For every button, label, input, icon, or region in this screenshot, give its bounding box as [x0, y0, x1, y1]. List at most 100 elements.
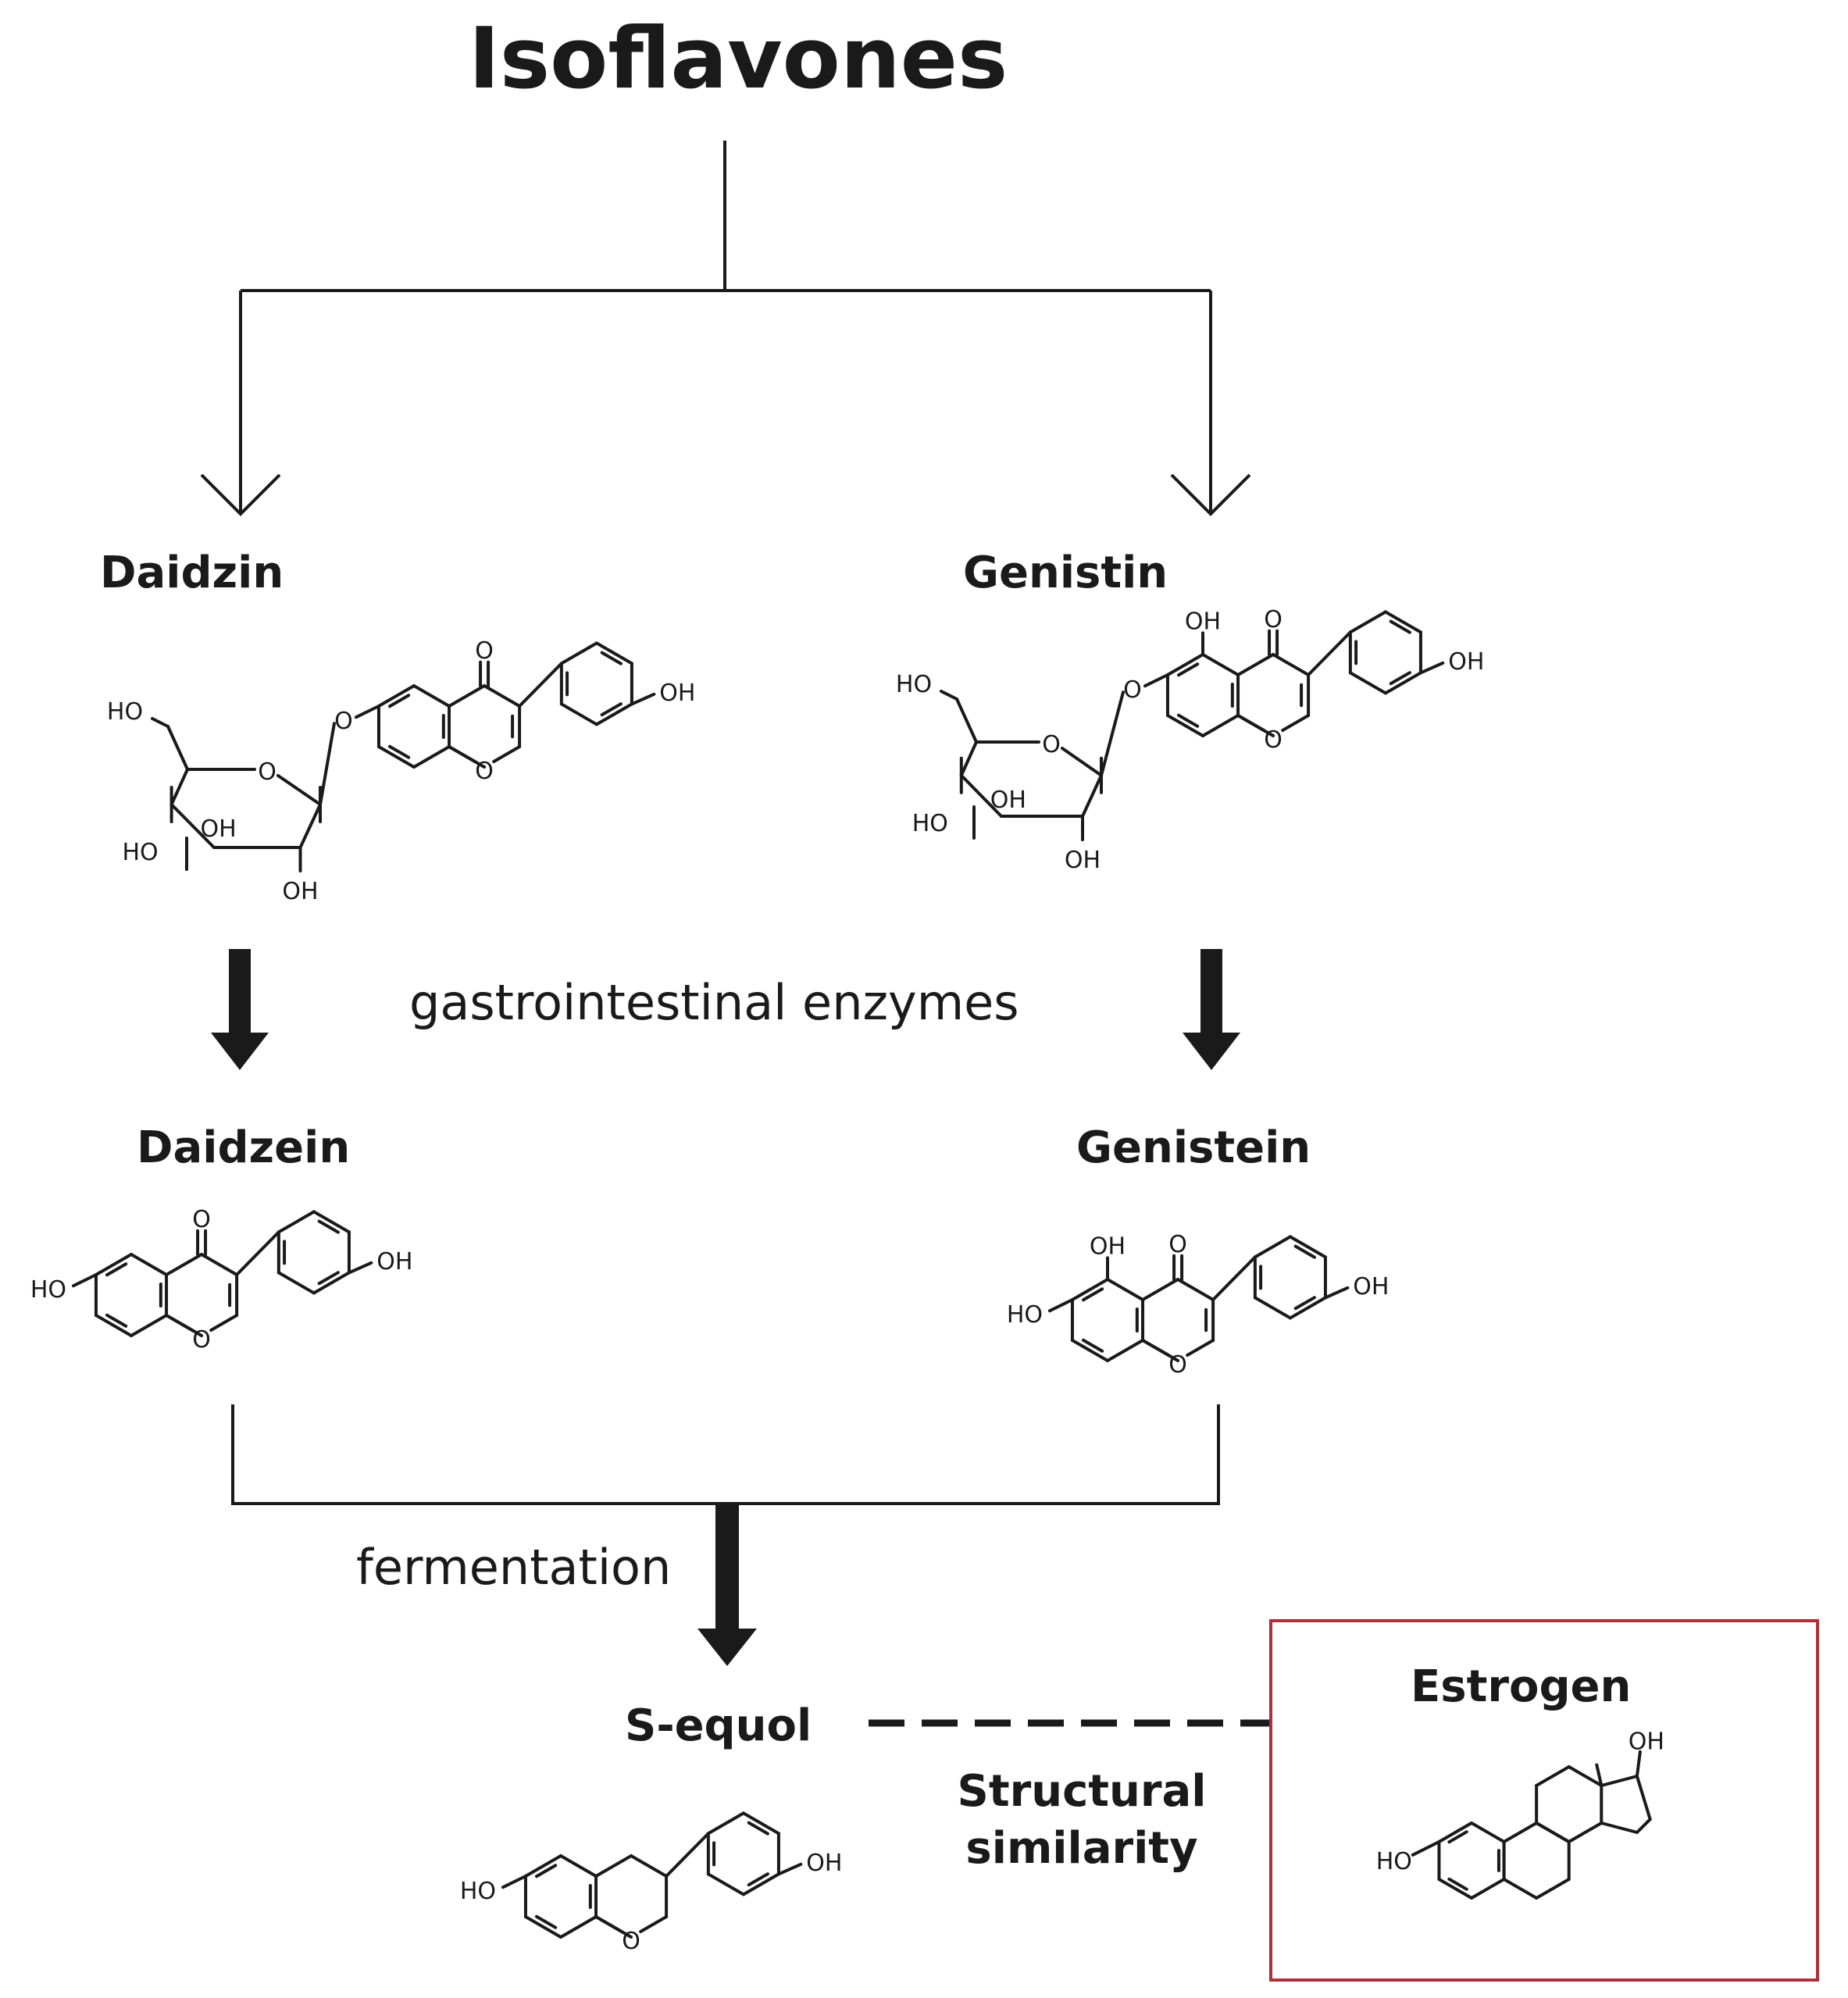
phenyl-ring-bond [594, 641, 633, 665]
pyran-bond [1272, 653, 1311, 676]
benzo-ring-bond [412, 684, 451, 708]
atom-label-oh: OH [376, 1248, 412, 1276]
open-arrowhead-left [200, 473, 281, 516]
atom-label-o: O [475, 637, 494, 665]
double-bond [387, 694, 411, 708]
benzo-ring-bond [412, 745, 451, 769]
oh-bond [776, 1862, 803, 1876]
label-s-equol: S-equol [625, 1700, 812, 1751]
ring-o-bond [165, 1314, 194, 1332]
steroid-bond [1502, 1878, 1539, 1900]
benzo-ring-bond [130, 1253, 169, 1276]
atom-label-oh: OH [1448, 648, 1484, 676]
steroid-bond [1635, 1775, 1652, 1821]
atom-label-ho: HO [107, 698, 143, 726]
pyran-bond [200, 1253, 239, 1276]
steroid-bond [1437, 1878, 1473, 1900]
phenyl-ring-bond [594, 702, 633, 726]
sugar-bond [151, 717, 169, 728]
atom-label-o: O [334, 708, 353, 735]
oh-bond [1323, 1286, 1350, 1300]
atom-label-o: O [1042, 731, 1061, 758]
atom-label-o: O [1168, 1231, 1187, 1258]
steroid-bond [1470, 1878, 1506, 1900]
ring-o-bond [492, 745, 522, 763]
double-bond [1389, 671, 1411, 686]
phenyl-ring-bond [1348, 671, 1387, 695]
label-fermentation: fermentation [356, 1539, 671, 1596]
atom-label-oh: OH [1185, 608, 1221, 635]
ring-o-bond [448, 745, 476, 763]
glycosidic-bond [319, 722, 336, 806]
isoflavones-split-connector [200, 141, 1251, 516]
ring-o-bond [1186, 1339, 1215, 1357]
atom-label-ho: HO [896, 671, 932, 698]
atom-label-o: O [1123, 676, 1142, 704]
phenyl-ring-bond [276, 1271, 316, 1295]
label-genistein: Genistein [1076, 1122, 1311, 1173]
enzyme-arrow-right [1183, 949, 1240, 1070]
sugar-bond [955, 698, 978, 744]
benzo-ring-bond [1201, 653, 1240, 676]
atom-label-o: O [1264, 606, 1283, 633]
atom-label-o: O [1264, 726, 1283, 754]
steroid-bond [1567, 1765, 1604, 1787]
pyran-bond [1141, 1278, 1180, 1301]
steroid-bond [1535, 1878, 1571, 1900]
benzo-ring-bond [1165, 653, 1204, 676]
fermentation-merge-connector [231, 1404, 1220, 1666]
double-bond [600, 702, 623, 717]
steroid-bond [1567, 1821, 1604, 1843]
double-bond [600, 651, 623, 665]
aryl-bond [235, 1230, 280, 1276]
benzo-ring-bond [559, 1915, 598, 1939]
double-bond [1389, 619, 1411, 634]
atom-label-o: O [475, 758, 494, 785]
double-bond [1293, 1296, 1316, 1311]
atom-label-ho: HO [30, 1276, 66, 1304]
atom-label-o: O [192, 1326, 211, 1354]
benzo-ring-bond [94, 1314, 133, 1337]
sugar-bond [166, 725, 189, 771]
atom-label-ho: HO [123, 839, 159, 866]
double-bond [105, 1262, 128, 1277]
double-bond [534, 1864, 558, 1878]
benzo-ring-bond [559, 1854, 598, 1878]
atom-label-o: O [1168, 1351, 1187, 1379]
benzo-ring-bond [1106, 1278, 1145, 1301]
aryl-bond [518, 662, 563, 708]
double-bond [387, 744, 411, 759]
steroid-bond [1635, 1818, 1652, 1834]
phenyl-ring-bond [1253, 1296, 1292, 1320]
phenyl-ring-bond [1383, 671, 1422, 695]
double-bond [534, 1914, 558, 1929]
phenyl-ring-bond [276, 1210, 316, 1234]
phenyl-ring-bond [559, 641, 598, 665]
ring-o-bond [1236, 714, 1265, 732]
atom-label-o: O [622, 1928, 640, 1955]
sugar-bond [1081, 773, 1103, 818]
atom-label-oh: OH [659, 680, 695, 707]
oh-bond [1635, 1750, 1642, 1778]
aryl-bond [1211, 1255, 1257, 1301]
ring-o-bond [1141, 1339, 1170, 1357]
benzo-ring-bond [1165, 714, 1204, 737]
sugar-bond [276, 774, 322, 806]
sugar-bond [959, 740, 978, 777]
sugar-bond [1061, 747, 1103, 777]
benzo-ring-bond [94, 1253, 133, 1276]
label-structural: Structural [957, 1766, 1206, 1817]
double-bond [747, 1821, 769, 1836]
phenyl-ring-bond [706, 1872, 745, 1896]
ring-o-bond [209, 1314, 239, 1332]
atom-label-o: O [258, 758, 276, 786]
aryl-bond [1307, 630, 1352, 676]
benzo-ring-bond [130, 1314, 169, 1337]
double-bond [1293, 1244, 1316, 1259]
steroid-bond [1600, 1821, 1639, 1834]
oh-bond [1411, 1840, 1441, 1857]
